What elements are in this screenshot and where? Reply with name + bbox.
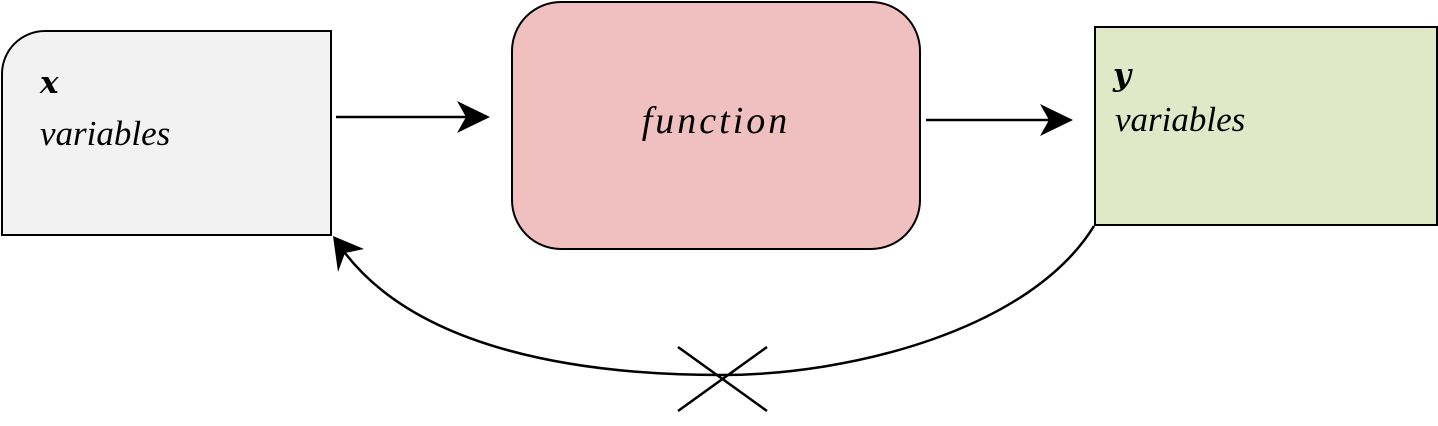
blocked-cross-mark	[677, 345, 768, 413]
x-variables-node: x variables	[1, 30, 332, 236]
y-variables-label: variables	[1115, 100, 1246, 139]
function-label: function	[641, 100, 791, 142]
y-variable-symbol: y	[1113, 57, 1132, 93]
arrow-function-to-y	[926, 104, 1073, 136]
x-variables-label: variables	[40, 114, 171, 153]
x-variable-symbol: x	[40, 65, 59, 101]
arrow-x-to-function	[336, 101, 490, 133]
feedback-arrow-y-to-x	[333, 225, 1096, 377]
function-node: function	[511, 1, 921, 250]
y-variables-node: y variables	[1094, 26, 1438, 226]
